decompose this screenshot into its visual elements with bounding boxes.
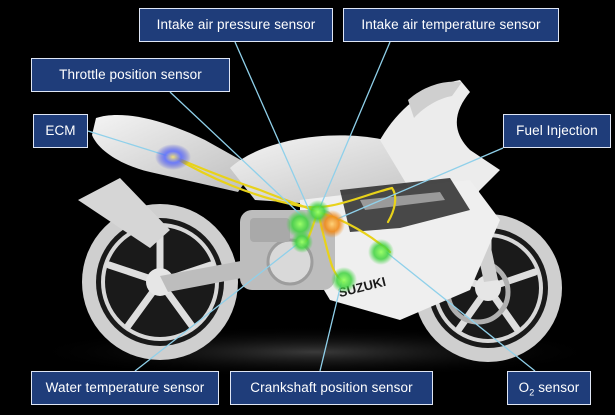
- front-fairing: [380, 80, 500, 200]
- leader-lines: [87, 41, 536, 372]
- label-water-temperature-sensor: Water temperature sensor: [31, 371, 219, 405]
- leader-ecm: [87, 130, 169, 157]
- label-crankshaft-position-sensor: Crankshaft position sensor: [230, 371, 433, 405]
- label-throttle-position-sensor: Throttle position sensor: [31, 58, 230, 92]
- exhaust: [78, 178, 170, 248]
- o2-subscript: 2: [529, 387, 535, 398]
- leader-fuel: [329, 147, 504, 223]
- label-intake-air-temperature-sensor: Intake air temperature sensor: [343, 8, 559, 42]
- leader-throttle: [169, 91, 304, 218]
- sensor-glow-crank: [331, 267, 357, 293]
- sensor-glow-throttle: [286, 210, 314, 238]
- leader-o2: [385, 251, 536, 372]
- o2-suffix: sensor: [534, 380, 580, 395]
- sensor-glow-o2: [368, 239, 394, 265]
- sensor-glow-water: [291, 231, 313, 253]
- fairing-stripe: [360, 192, 445, 210]
- ecm-glow: [155, 144, 191, 170]
- label-fuel-injection: Fuel Injection: [503, 114, 611, 148]
- leader-iat: [317, 41, 391, 213]
- o2-prefix: O: [518, 380, 530, 395]
- label-ecm: ECM: [33, 114, 88, 148]
- leader-crank: [319, 279, 343, 372]
- label-intake-air-pressure-sensor: Intake air pressure sensor: [139, 8, 333, 42]
- windscreen: [408, 81, 462, 118]
- injector-glow: [319, 210, 345, 238]
- leader-iap: [234, 41, 311, 213]
- leader-water: [134, 241, 301, 372]
- label-o2-sensor: O2 sensor: [507, 371, 591, 405]
